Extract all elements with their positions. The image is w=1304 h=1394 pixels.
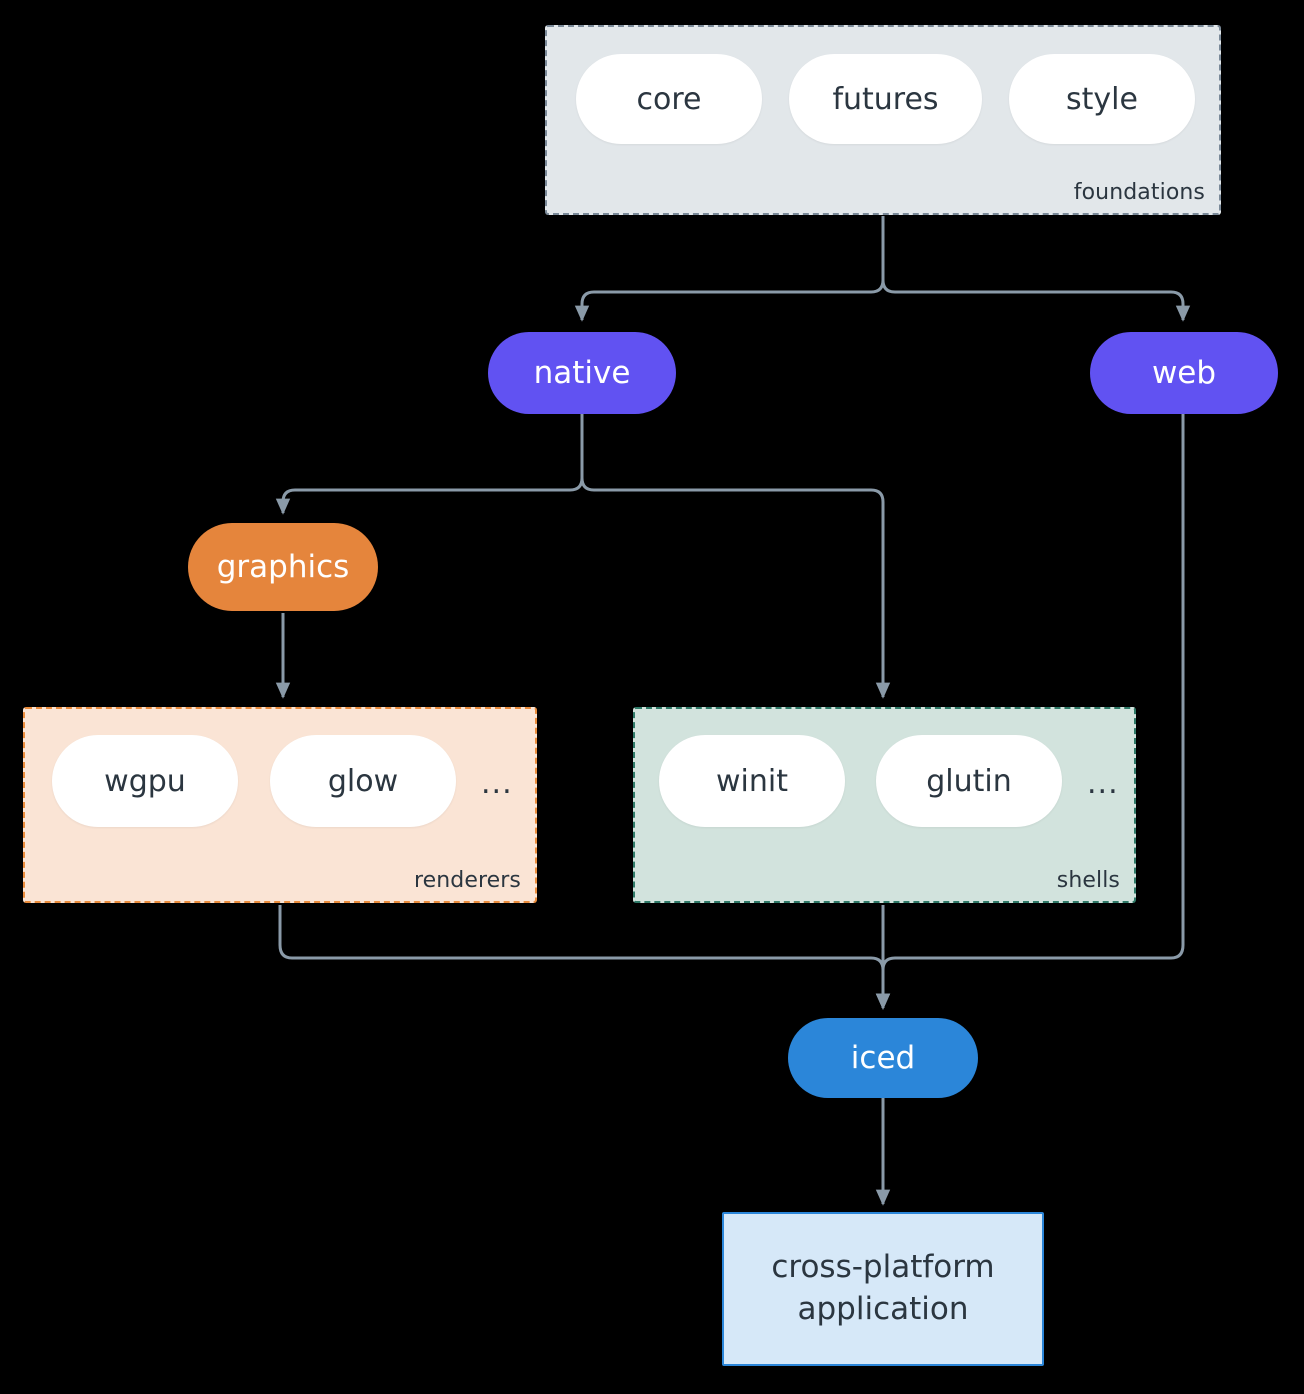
application-label-line2: application <box>797 1291 969 1327</box>
edge-foundations-native <box>574 216 885 322</box>
node-graphics[interactable]: graphics <box>188 523 378 611</box>
edge-foundations-web <box>881 216 1191 322</box>
node-native-label: native <box>533 355 631 391</box>
node-cross-platform-application[interactable]: cross-platform application <box>722 1212 1044 1366</box>
edge-native-graphics <box>275 414 584 515</box>
node-iced-label: iced <box>850 1040 916 1076</box>
node-style[interactable]: style <box>1009 54 1195 144</box>
edge-renderers-iced <box>278 905 891 1010</box>
cluster-renderers-label: renderers <box>413 868 521 893</box>
node-web[interactable]: web <box>1090 332 1278 414</box>
cluster-renderers: wgpu glow ... renderers <box>23 707 537 903</box>
node-futures-label: futures <box>832 81 939 117</box>
cluster-foundations-label: foundations <box>1073 180 1205 205</box>
node-glutin-label: glutin <box>926 763 1012 799</box>
cluster-foundations: core futures style foundations <box>545 25 1221 215</box>
edge-native-shells <box>580 414 891 699</box>
node-glow[interactable]: glow <box>270 735 456 827</box>
node-web-label: web <box>1151 355 1217 391</box>
node-winit[interactable]: winit <box>659 735 845 827</box>
node-winit-label: winit <box>716 763 788 799</box>
node-style-label: style <box>1066 81 1138 117</box>
cluster-shells: winit glutin ... shells <box>633 707 1136 903</box>
node-iced[interactable]: iced <box>788 1018 978 1098</box>
node-glow-label: glow <box>327 763 399 799</box>
node-core-label: core <box>636 81 702 117</box>
node-wgpu[interactable]: wgpu <box>52 735 238 827</box>
node-native[interactable]: native <box>488 332 676 414</box>
node-futures[interactable]: futures <box>789 54 982 144</box>
application-label-line1: cross-platform <box>771 1249 995 1286</box>
cluster-shells-label: shells <box>1056 868 1120 893</box>
node-core[interactable]: core <box>576 54 762 144</box>
node-glutin[interactable]: glutin <box>876 735 1062 827</box>
node-graphics-label: graphics <box>216 549 350 585</box>
node-wgpu-label: wgpu <box>104 763 186 799</box>
node-shells-more: ... <box>1087 766 1119 801</box>
node-renderers-more: ... <box>481 766 513 801</box>
